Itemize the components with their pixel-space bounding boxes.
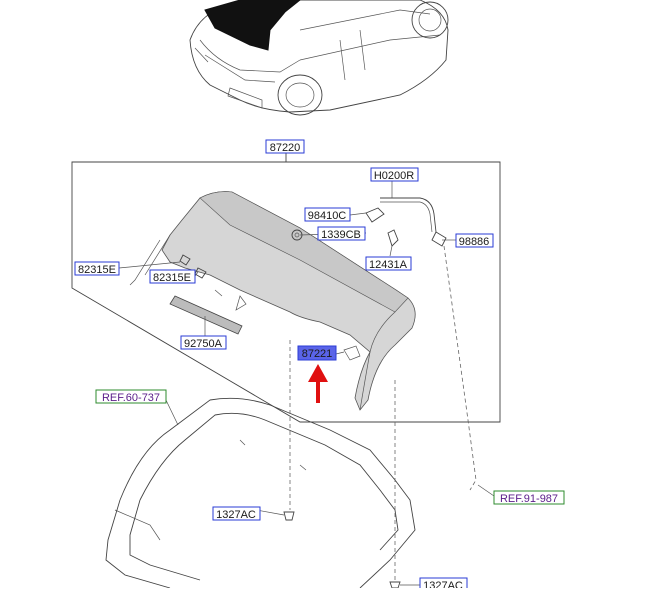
label-98886[interactable]: 98886: [455, 233, 494, 248]
label-82315e-right-text: 82315E: [153, 272, 191, 284]
label-98410c-text: 98410C: [308, 210, 347, 222]
label-98410c[interactable]: 98410C: [304, 207, 351, 222]
label-1339cb[interactable]: 1339CB: [317, 226, 366, 241]
rear-spoiler: [129, 191, 416, 411]
car-illustration: [189, 0, 449, 116]
label-1327ac-b[interactable]: 1327AC: [419, 577, 468, 592]
label-h0200r-text: H0200R: [374, 170, 414, 182]
label-87221[interactable]: 87221: [297, 345, 337, 361]
leader-lines: [118, 181, 495, 586]
label-h0200r[interactable]: H0200R: [370, 167, 419, 182]
hardware-parts: [169, 197, 447, 361]
label-ref-60-737[interactable]: REF.60-737: [95, 389, 167, 404]
label-92750a[interactable]: 92750A: [180, 335, 227, 350]
assembly-frame: [71, 153, 501, 423]
label-ref-60-737-text: REF.60-737: [102, 392, 160, 404]
label-87220-text: 87220: [270, 142, 301, 154]
label-ref-91-987-text: REF.91-987: [500, 493, 558, 505]
label-92750a-text: 92750A: [184, 338, 223, 350]
indicator-arrow: [308, 364, 328, 403]
label-1327ac-b-text: 1327AC: [423, 580, 463, 588]
label-82315e-right[interactable]: 82315E: [149, 269, 196, 284]
label-12431a-text: 12431A: [369, 259, 408, 271]
label-ref-91-987[interactable]: REF.91-987: [493, 490, 565, 505]
label-82315e-left-text: 82315E: [78, 264, 116, 276]
label-1327ac-a-text: 1327AC: [216, 509, 256, 521]
label-1339cb-text: 1339CB: [321, 229, 361, 241]
label-82315e-left[interactable]: 82315E: [74, 261, 120, 276]
label-87220[interactable]: 87220: [265, 139, 305, 154]
label-1327ac-a[interactable]: 1327AC: [212, 506, 261, 521]
label-87221-text: 87221: [302, 348, 333, 360]
label-98886-text: 98886: [459, 236, 490, 248]
tailgate: [105, 397, 416, 589]
label-12431a[interactable]: 12431A: [365, 256, 412, 271]
